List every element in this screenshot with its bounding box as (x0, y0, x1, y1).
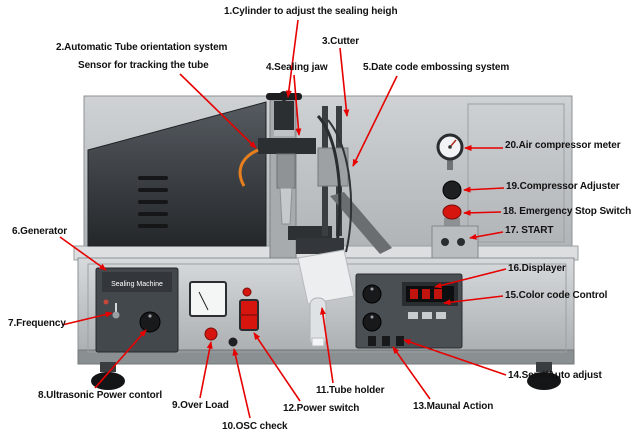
arrow-17 (469, 231, 504, 240)
label-orientation-1: 2.Automatic Tube orientation system (56, 42, 228, 53)
label-osc-check: 10.OSC check (222, 421, 288, 432)
label-compressor-adjuster: 19.Compressor Adjuster (506, 181, 620, 192)
pilot-lamp (242, 287, 252, 297)
tube-holder (297, 249, 355, 305)
ultrasonic-power-knob (139, 311, 161, 333)
callout-arrows (59, 19, 507, 419)
arrow-9 (199, 341, 213, 399)
anvil (288, 226, 332, 240)
arrow-4 (293, 74, 302, 136)
front-switch-panel (189, 281, 259, 347)
label-date-code: 5.Date code embossing system (363, 62, 510, 73)
pneumatic-controls (431, 133, 479, 259)
arrow-5 (352, 75, 398, 167)
arrow-7 (61, 311, 113, 326)
label-frequency: 7.Frequency (8, 318, 66, 329)
start-box (431, 225, 479, 259)
upper-knob (362, 284, 382, 304)
label-cylinder: 1.Cylinder to adjust the sealing heigh (224, 6, 398, 17)
lower-knob (362, 312, 382, 332)
arrow-18 (463, 209, 502, 216)
hood-cover (87, 101, 267, 247)
label-power-switch: 12.Power switch (283, 403, 360, 414)
overload-button (204, 327, 218, 341)
label-start: 17. START (505, 225, 554, 236)
arrow-6 (59, 236, 107, 271)
label-semi-auto: 14.Semi/Auto adjust (508, 370, 602, 381)
converter (276, 153, 296, 189)
arrow-16 (434, 268, 507, 289)
right-control-panel (355, 273, 463, 349)
osc-check-button (228, 337, 238, 347)
color-code-buttons (408, 312, 418, 319)
manual-action-toggle (382, 336, 390, 346)
machine-feet (91, 362, 561, 390)
sealing-column (238, 91, 332, 259)
label-tube-holder: 11.Tube holder (316, 385, 385, 396)
label-sealing-jaw: 4.Sealing jaw (266, 62, 328, 73)
tube-holder-assembly (296, 238, 355, 347)
arrow-19 (463, 186, 505, 193)
adjust-cylinder (274, 101, 294, 133)
label-overload: 9.Over Load (172, 400, 229, 411)
cutter-assembly (316, 106, 392, 254)
semi-auto-toggle (368, 336, 376, 346)
compressor-adjuster-knob (442, 180, 462, 200)
label-displayer: 16.Displayer (508, 263, 566, 274)
arrow-2 (179, 73, 257, 149)
label-orientation-2: Sensor for tracking the tube (78, 60, 209, 71)
label-color-code: 15.Color code Control (505, 290, 608, 301)
arrow-14 (403, 339, 507, 376)
arrow-8 (94, 329, 147, 389)
sonotrode-horn (279, 187, 293, 225)
label-air-meter: 20.Air compressor meter (505, 140, 621, 151)
arrow-13 (392, 346, 431, 400)
start-button (441, 238, 449, 246)
label-ultrasonic-power: 8.Ultrasonic Power contorl (38, 390, 163, 401)
emergency-stop-button (442, 204, 462, 220)
voltmeter (189, 281, 227, 317)
date-code-arm (330, 192, 392, 254)
sealing-jaw (258, 138, 316, 154)
label-generator: 6.Generator (12, 226, 68, 237)
arrow-12 (253, 332, 301, 402)
label-emergency-stop: 18. Emergency Stop Switch (503, 206, 632, 217)
sensor-cable (238, 148, 259, 187)
arrow-11 (319, 307, 334, 384)
panel-title: Sealing Machine (111, 281, 163, 288)
label-cutter: 3.Cutter (322, 36, 359, 47)
arrow-15 (443, 295, 504, 306)
generator-panel: Sealing Machine (95, 267, 179, 353)
arrow-10 (232, 348, 251, 419)
arrow-1 (285, 19, 299, 98)
arrow-3 (339, 47, 350, 117)
label-manual-action: 13.Maunal Action (413, 401, 494, 412)
